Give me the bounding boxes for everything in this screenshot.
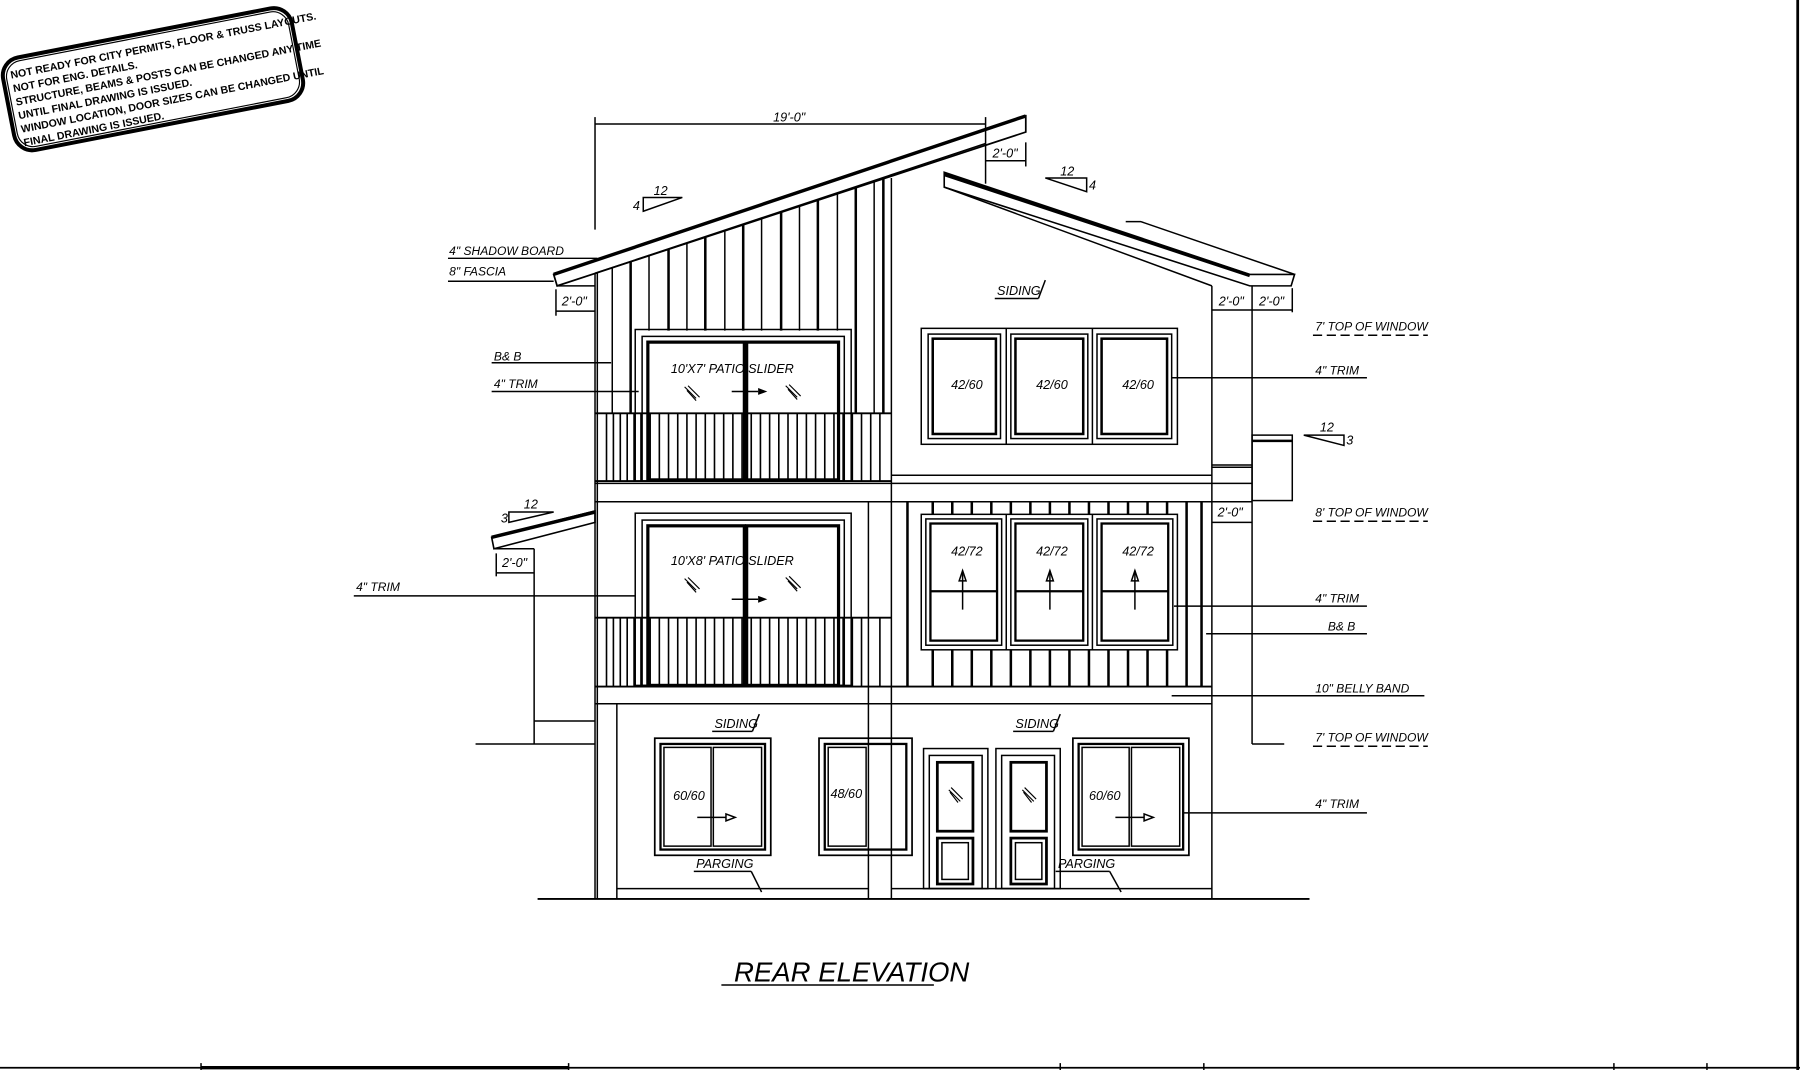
window-label-lower-right: 60/60: [1089, 789, 1121, 803]
svg-text:2'-0": 2'-0": [1217, 506, 1244, 520]
lower-left-roof: 2'-0" 12 3: [490, 498, 596, 744]
svg-text:2'-0": 2'-0": [1258, 294, 1285, 308]
label-bb-right: B& B: [1328, 619, 1355, 633]
upper-right-wall: SIDING: [891, 279, 1212, 477]
left-callouts: 4" SHADOW BOARD 8" FASCIA B& B 4" TRIM 4…: [353, 244, 639, 597]
svg-text:2'-0": 2'-0": [1218, 294, 1245, 308]
main-roof-right: [943, 171, 1296, 287]
label-shadow-board: 4" SHADOW BOARD: [449, 244, 564, 258]
main-roof-left: [552, 114, 1027, 287]
label-7ft-top-window-upper: 7' TOP OF WINDOW: [1315, 320, 1429, 334]
window-label-mid-3: 42/72: [1122, 545, 1154, 559]
overhang-dim-peak: 2'-0": [991, 146, 1018, 160]
svg-text:2'-0": 2'-0": [561, 294, 588, 308]
label-trim-right-upper: 4" TRIM: [1315, 363, 1360, 377]
window-label-upper-2: 42/60: [1036, 378, 1068, 392]
window-label-upper-3: 42/60: [1122, 378, 1154, 392]
label-belly-band: 10" BELLY BAND: [1315, 681, 1409, 695]
svg-text:12: 12: [524, 498, 538, 512]
mid-right-overhang-dim: 2'-0": [1211, 506, 1253, 524]
label-7ft-top-window-lower: 7' TOP OF WINDOW: [1315, 731, 1429, 745]
label-fascia: 8" FASCIA: [449, 265, 506, 279]
label-bb-left: B& B: [494, 349, 521, 363]
window-label-mid-1: 42/72: [951, 545, 983, 559]
svg-text:4: 4: [1089, 178, 1096, 192]
upper-balcony-railing: [595, 412, 1253, 503]
window-label-lower-left: 60/60: [673, 789, 705, 803]
upper-left-wall: [594, 177, 893, 899]
siding-label-upper: SIDING: [997, 284, 1041, 298]
overall-width-label: 19'-0": [773, 111, 806, 125]
drawing-title: REAR ELEVATION: [721, 957, 969, 988]
svg-text:4: 4: [633, 199, 640, 213]
siding-label-lower-right: SIDING: [1015, 717, 1059, 731]
label-trim-left-lower: 4" TRIM: [356, 580, 401, 594]
svg-text:3: 3: [1346, 433, 1353, 447]
middle-left-wall: 10'X8' PATIO SLIDER: [634, 501, 870, 899]
middle-right-wall: 42/72 42/72 42/72: [906, 501, 1203, 687]
label-trim-right-mid: 4" TRIM: [1315, 592, 1360, 606]
svg-text:3: 3: [501, 511, 508, 525]
overall-dimension: 19'-0" 2'-0": [594, 111, 1027, 230]
window-label-lower-mid: 48/60: [831, 787, 863, 801]
pitch-symbol-left: 12 4: [633, 184, 683, 213]
title-rear-elevation: REAR ELEVATION: [734, 957, 969, 988]
svg-text:12: 12: [1320, 421, 1334, 435]
upper-patio-slider: 10'X7' PATIO SLIDER: [634, 328, 852, 482]
disclaimer-stamp: NOT READY FOR CITY PERMITS, FLOOR & TRUS…: [0, 6, 325, 153]
window-label-upper-1: 42/60: [951, 378, 983, 392]
svg-text:2'-0": 2'-0": [501, 556, 528, 570]
middle-balcony-railing: [595, 616, 1212, 705]
lower-level: 60/60 48/60 60/60 SIDING SIDING PARGING …: [475, 703, 1310, 900]
right-overhang-dimensions: 2'-0" 2'-0": [1211, 285, 1294, 899]
parging-label-left: PARGING: [696, 857, 753, 871]
mid-slider-label: 10'X8' PATIO SLIDER: [671, 554, 794, 568]
siding-label-lower-left: SIDING: [714, 717, 758, 731]
svg-text:12: 12: [654, 184, 668, 198]
pitch-symbol-right: 12 4: [1045, 165, 1096, 193]
svg-text:12: 12: [1060, 165, 1074, 179]
left-overhang-dimension: 2'-0": [555, 289, 596, 316]
label-trim-left-upper: 4" TRIM: [494, 377, 539, 391]
label-8ft-top-window: 8' TOP OF WINDOW: [1315, 506, 1429, 520]
upper-window-group: 42/60 42/60 42/60: [920, 327, 1179, 446]
right-side-projection: [1211, 434, 1294, 502]
right-callouts: 7' TOP OF WINDOW 4" TRIM 8' TOP OF WINDO…: [1171, 320, 1429, 814]
pitch-symbol-side-right: 12 3: [1303, 421, 1353, 447]
upper-slider-label: 10'X7' PATIO SLIDER: [671, 362, 794, 376]
parging-label-right: PARGING: [1058, 857, 1115, 871]
window-label-mid-2: 42/72: [1036, 545, 1068, 559]
label-trim-right-lower: 4" TRIM: [1315, 797, 1360, 811]
